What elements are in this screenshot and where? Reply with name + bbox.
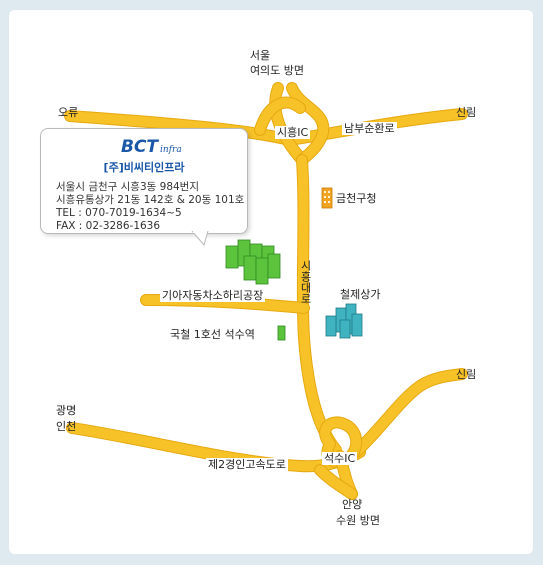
geumcheon-office-label: 금천구청 <box>336 192 377 205</box>
siheung-ic-label: 시흥IC <box>275 126 311 139</box>
siheung-ic-ramp-right <box>287 83 329 165</box>
station-icon <box>277 325 286 341</box>
logo-sub: infra <box>160 145 182 155</box>
address-line-2: 시흥유통상가 21동 142호 & 20동 101호 <box>56 194 245 206</box>
siheung-ic-ramp-left <box>270 83 307 165</box>
geumcheon-office-icon <box>321 187 333 209</box>
tel-line: TEL : 070-7019-1634~5 <box>56 207 182 219</box>
steel-mall-icon <box>325 303 363 339</box>
sillim-top-label: 신림 <box>456 106 477 119</box>
sillim-right-road <box>351 369 467 457</box>
steel-mall-label: 철제상가 <box>340 288 381 301</box>
gwangmyeong-label: 광명 <box>56 404 77 417</box>
oryu-label: 오류 <box>58 106 79 119</box>
seoksu-ic-label: 석수IC <box>322 452 358 465</box>
siheung-daero-label: 시흥대로 <box>299 260 312 304</box>
siheung-ic-loop <box>255 97 305 135</box>
bubble-tail <box>191 231 209 247</box>
logo-text: BCT <box>121 137 159 157</box>
company-building-icon <box>225 239 281 285</box>
incheon-label: 인천 <box>56 420 77 433</box>
anyang-ramp <box>315 465 357 499</box>
suwon-label: 수원 방면 <box>336 514 380 527</box>
seoul-label: 서울 <box>249 49 271 62</box>
company-name: [주]비씨티인프라 <box>103 161 185 174</box>
fax-line: FAX : 02-3286-1636 <box>56 220 161 232</box>
sillim-right-label: 신림 <box>456 368 477 381</box>
address-line-1: 서울시 금천구 시흥3동 984번지 <box>56 181 199 193</box>
expressway2-label: 제2경인고속도로 <box>206 458 288 471</box>
yeouido-label: 여의도 방면 <box>249 64 305 77</box>
line1-station-label: 국철 1호선 석수역 <box>170 328 255 341</box>
nambu-ring-label: 남부순환로 <box>342 122 397 135</box>
anyang-label: 안양 <box>342 498 363 511</box>
kia-factory-label: 기아자동차소하리공장 <box>160 289 266 302</box>
